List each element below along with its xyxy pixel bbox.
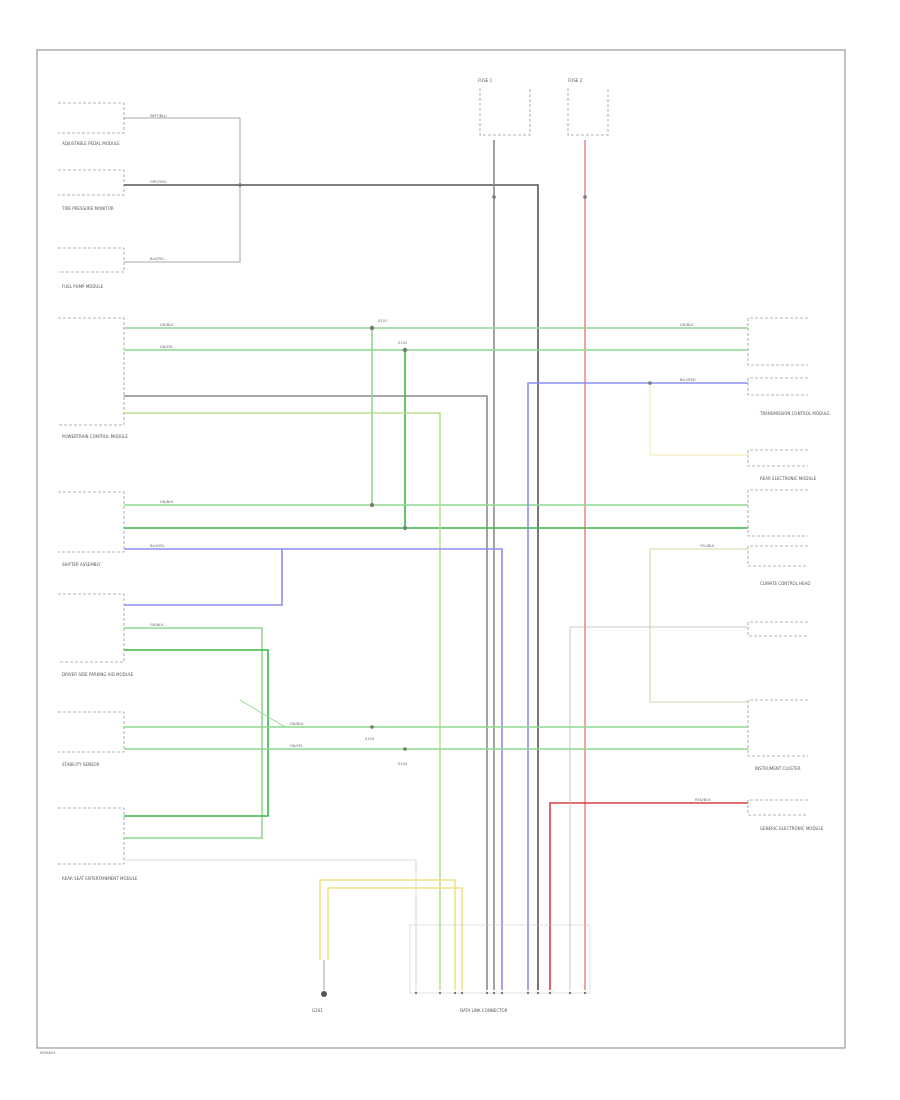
label-adjustable-pedal: ADJUSTABLE PEDAL MODULE	[62, 141, 120, 146]
label-stability-sensor: STABILITY SENSOR	[62, 762, 100, 767]
label-lower-module: GENERIC ELECTRONIC MODULE	[760, 826, 824, 831]
component-labels: ADJUSTABLE PEDAL MODULE TIRE PRESSURE MO…	[61, 78, 830, 1013]
splice-label-2: S102	[398, 341, 407, 345]
splice-labels: S101 S102 S103 S104	[365, 319, 408, 766]
label-fuse-1: FUSE 1	[478, 78, 493, 83]
label-ground: G201	[312, 1008, 323, 1013]
wire-label-10: GN/YEL	[290, 744, 303, 748]
label-rear-seat-module: REAR SEAT ENTERTAINMENT MODULE	[62, 876, 138, 881]
bottom-module-wire	[124, 859, 417, 990]
dlc-connector	[409, 924, 591, 995]
can-bus-top	[124, 327, 748, 529]
wire-label-7: BLU/YEL	[150, 544, 165, 548]
diagram-frame	[36, 49, 846, 1049]
dark-gray-wires	[124, 117, 539, 990]
page-code: W30484	[40, 1051, 56, 1055]
gray-thin-right	[569, 626, 748, 990]
yellow-shield-loop	[319, 879, 463, 990]
label-parking-aid: DRIVER SIDE PARKING AID MODULE	[62, 672, 134, 677]
label-instrument-cluster: INSTRUMENT CLUSTER	[755, 766, 801, 771]
label-tcm: TRANSMISSION CONTROL MODULE	[759, 411, 830, 416]
ground-symbol	[321, 991, 327, 997]
label-climate: CLIMATE CONTROL HEAD	[760, 581, 810, 586]
wire-label-2: GRY/ORG	[150, 180, 167, 184]
label-fuse-2: FUSE 2	[568, 78, 583, 83]
yellow-wire-right	[649, 383, 748, 456]
label-tire-monitor: TIRE PRESSURE MONITOR	[61, 206, 114, 211]
wire-label-13: RED/BLK	[695, 798, 711, 802]
wire-label-6: GN/BLK	[160, 500, 174, 504]
splice-label-1: S101	[378, 319, 387, 323]
dark-red-wire	[549, 802, 748, 990]
wire-label-3: BLK/YEL	[150, 257, 165, 261]
olive-wire	[649, 548, 748, 703]
wire-labels: WHT/BLU GRY/ORG BLK/YEL GN/BLK GN/YEL GN…	[150, 114, 715, 802]
wire-label-14: YEL/BLK	[700, 544, 715, 548]
label-rear-module: REAR ELECTRONIC MODULE	[760, 476, 817, 481]
wire-label-12: GN/BLK	[680, 323, 694, 327]
label-dlc: DATA LINK CONNECTOR	[460, 1008, 508, 1013]
fuse-boxes	[479, 88, 609, 136]
splice-label-4: S104	[398, 762, 408, 766]
label-shifter: SHIFTER ASSEMBLY	[62, 562, 101, 567]
splice-dots	[238, 183, 652, 751]
wire-label-1: WHT/BLU	[150, 114, 167, 118]
can-bus-middle	[124, 627, 748, 839]
wire-label-11: BLU/RED	[680, 378, 696, 382]
wire-label-8: GN/BLK	[150, 623, 164, 627]
wire-label-4: GN/BLK	[160, 323, 174, 327]
green-yellow-wire	[124, 412, 441, 990]
splice-label-3: S103	[365, 737, 374, 741]
label-fuel-pump: FUEL PUMP MODULE	[62, 284, 104, 289]
right-component-boxes	[747, 317, 808, 816]
label-pcm: POWERTRAIN CONTROL MODULE	[62, 434, 128, 439]
wire-label-5: GN/YEL	[160, 345, 173, 349]
left-component-boxes	[58, 102, 125, 865]
blue-wires	[124, 382, 748, 990]
wire-label-9: GN/BLK	[290, 722, 304, 726]
